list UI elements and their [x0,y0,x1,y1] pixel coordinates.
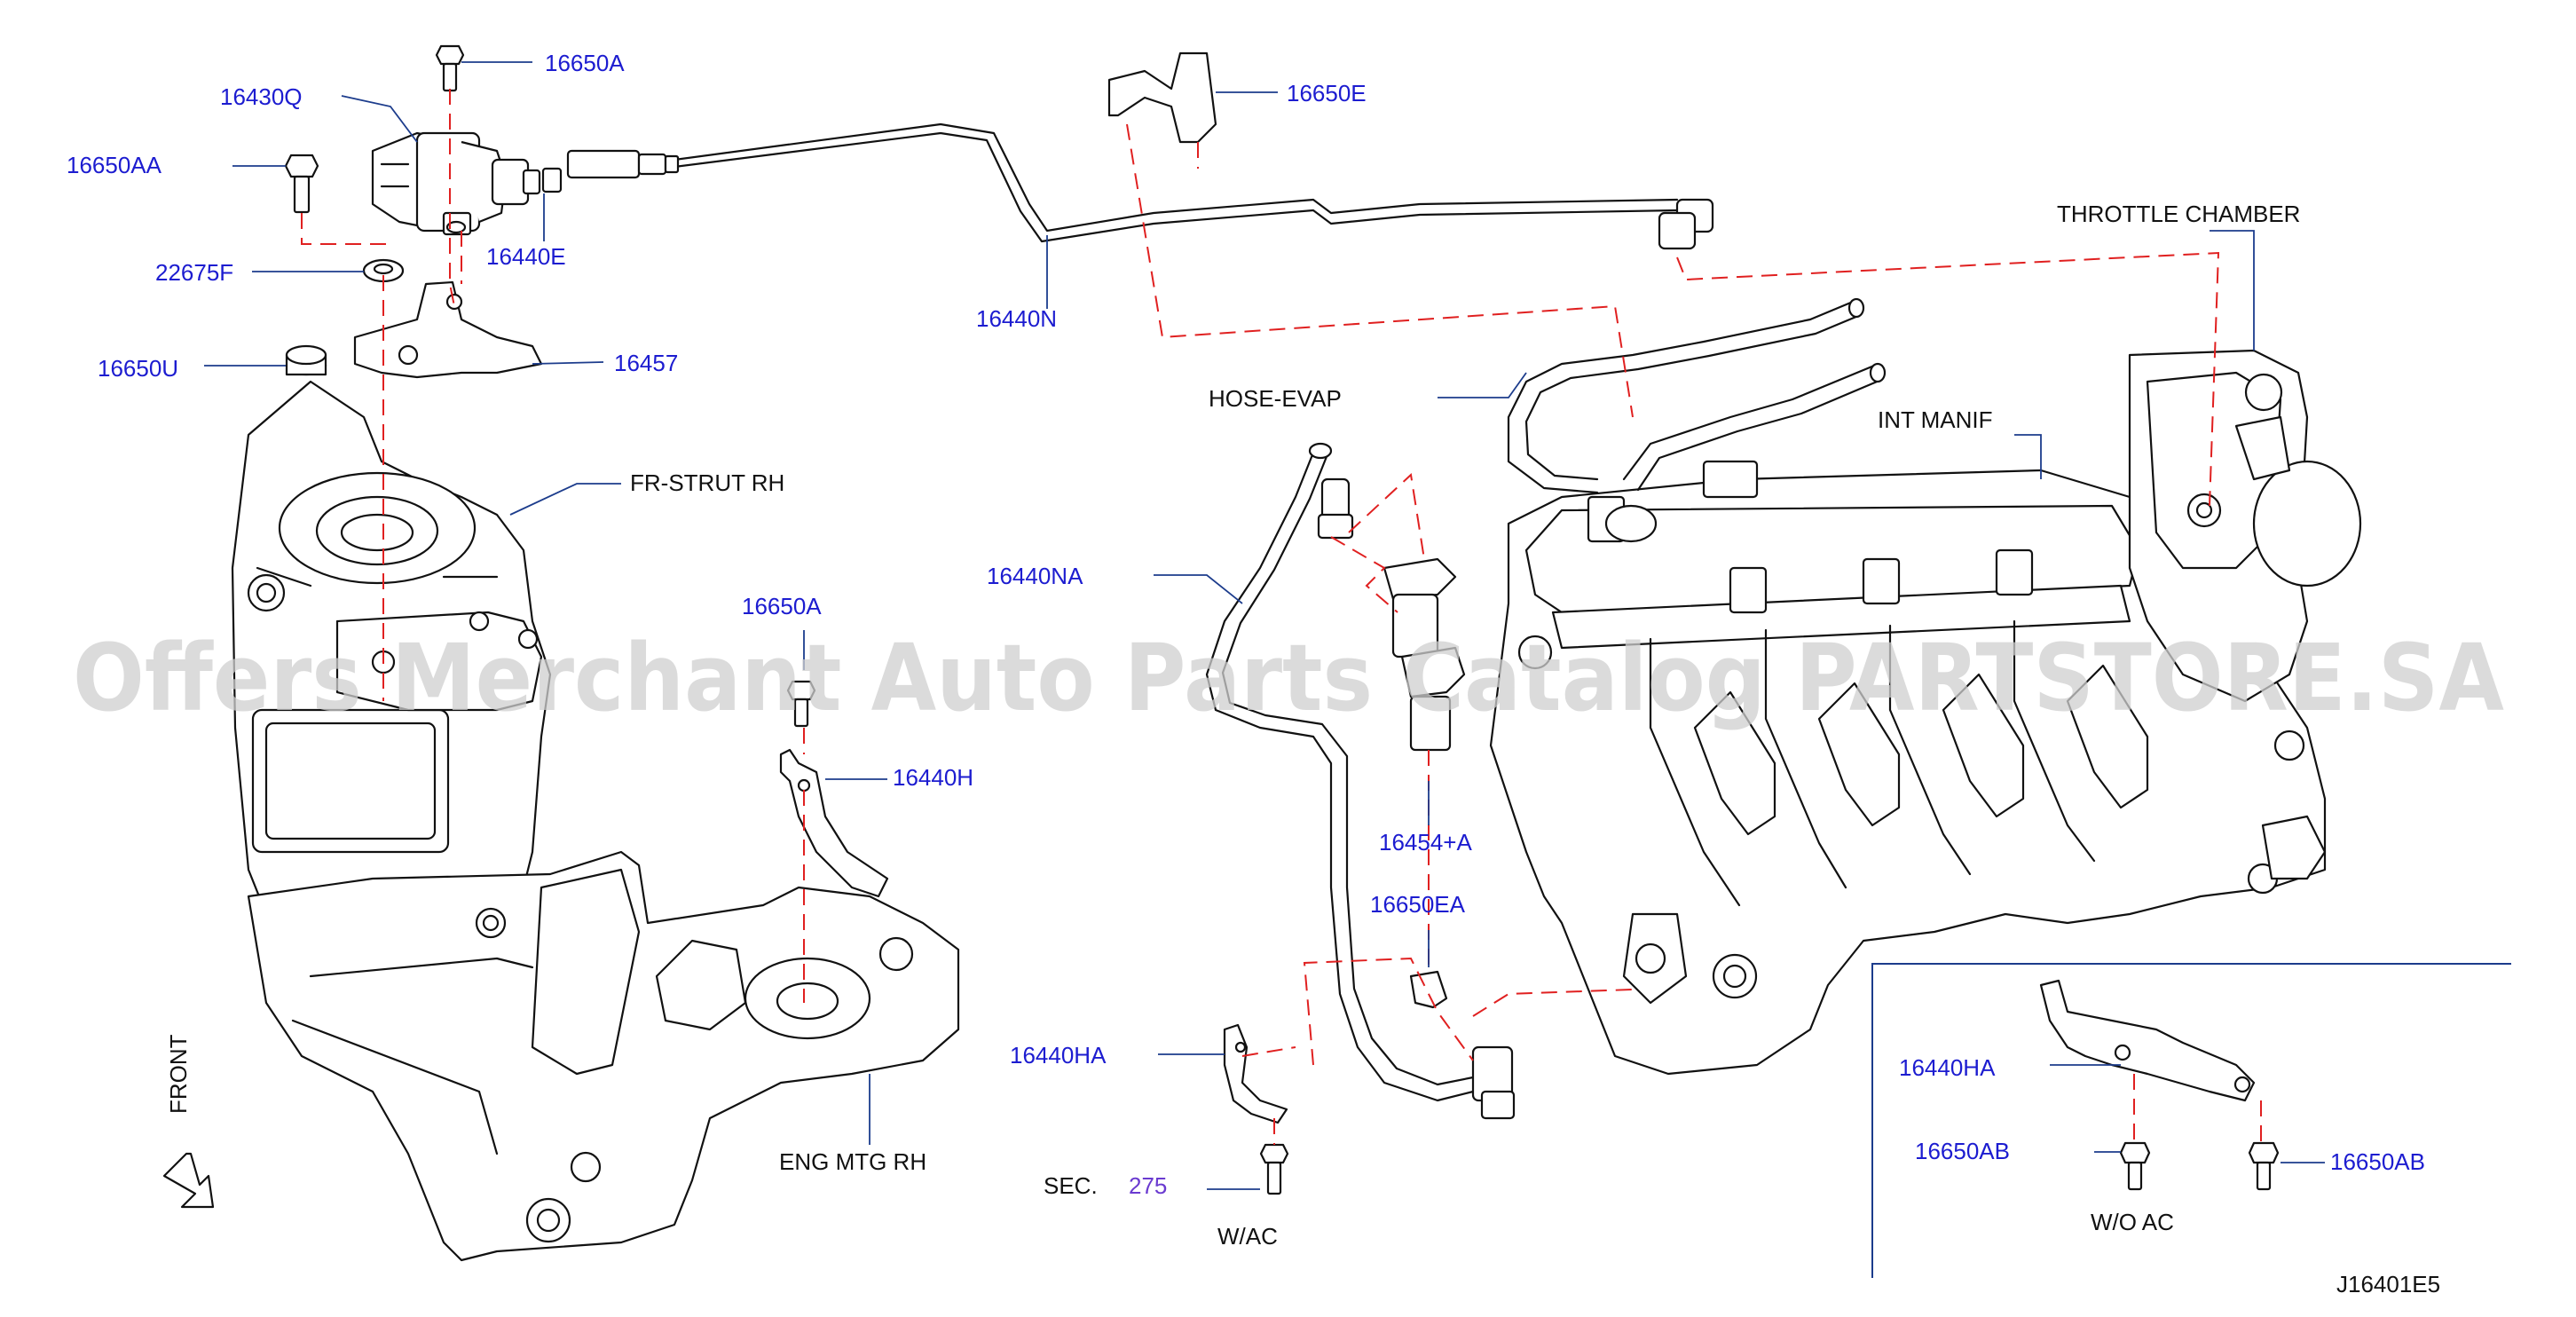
label-sec-275[interactable]: 275 [1129,1172,1167,1199]
label-16650a-top[interactable]: 16650A [545,50,625,76]
label-wo-ac: W/O AC [2091,1209,2174,1235]
label-16440h[interactable]: 16440H [893,764,973,791]
hose-16440na [1205,442,1475,1102]
fr-strut-housing [231,380,552,960]
label-16430q[interactable]: 16430Q [220,83,303,110]
label-16650u[interactable]: 16650U [98,355,178,382]
bolt-16650a-mid [786,680,816,728]
connector-hose-end [1471,1045,1516,1120]
label-16440na[interactable]: 16440NA [987,563,1083,589]
hidden-lines [301,89,2262,1145]
bracket-16440h [779,748,889,898]
label-16650a-mid[interactable]: 16650A [742,593,822,619]
valve-16430q [371,131,563,236]
label-16650e[interactable]: 16650E [1287,80,1367,106]
wo-ac-inset [1871,963,2511,1278]
bolt-16650a-top [435,44,465,92]
leader-lines [204,61,2325,1190]
label-hose-evap: HOSE-EVAP [1209,385,1342,412]
label-front: FRONT [165,1034,192,1114]
label-sec: SEC. [1044,1172,1098,1199]
label-16440n[interactable]: 16440N [976,305,1057,332]
intake-manifold [1489,349,2362,1076]
bracket-16440ha-left [1223,1023,1288,1124]
bolt-16650aa [284,154,319,214]
grommet-16650u [285,344,327,376]
label-w-ac: W/AC [1217,1223,1278,1250]
label-16454a[interactable]: 16454+A [1379,829,1472,856]
label-16440ha-left[interactable]: 16440HA [1010,1042,1107,1069]
label-throttle-chamber: THROTTLE CHAMBER [2057,201,2300,227]
eng-mtg-bracket [247,850,960,1262]
clamp-16454a [1383,557,1466,752]
watermark: Offers Merchant Auto Parts Catalog PARTS… [73,624,2504,732]
washer-22675f [362,258,405,283]
label-16440ha-right[interactable]: 16440HA [1899,1054,1996,1081]
label-16650ea[interactable]: 16650EA [1370,891,1466,918]
label-16457[interactable]: 16457 [614,350,678,376]
front-arrow-icon [162,1152,215,1209]
hose-evap-tubes [1507,297,1887,494]
label-16440e[interactable]: 16440E [486,243,566,270]
label-22675f[interactable]: 22675F [155,259,233,286]
label-eng-mtg-rh: ENG MTG RH [779,1148,926,1175]
bracket-16457 [353,280,543,379]
label-16650aa[interactable]: 16650AA [67,152,162,178]
diagram-code: J16401E5 [2336,1271,2440,1297]
label-fr-strut-rh: FR-STRUT RH [630,469,784,496]
label-16650ab-right[interactable]: 16650AB [2330,1148,2425,1175]
label-16650ab-left[interactable]: 16650AB [1915,1138,2010,1164]
tube-16440n [566,122,1714,250]
bolt-sec-275 [1259,1143,1289,1195]
clip-16650ea [1409,970,1448,1009]
label-int-manif: INT MANIF [1878,406,1993,433]
clip-16650e [1107,51,1217,144]
